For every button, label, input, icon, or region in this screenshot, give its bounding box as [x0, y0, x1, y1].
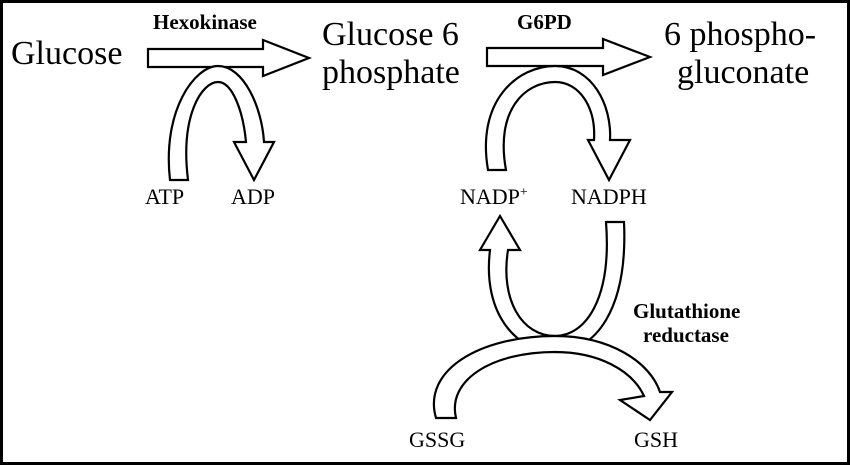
atp-label: ATP — [145, 184, 184, 209]
glutathione-reductase-label-line2: reductase — [643, 323, 729, 347]
hexokinase-reaction-arrow — [146, 38, 313, 78]
nadp-label: NADP+ — [460, 184, 528, 209]
gssg-to-gsh-curved-arrow — [432, 334, 675, 422]
hexokinase-label: Hexokinase — [153, 10, 257, 34]
6-phosphogluconate-label-line2: gluconate — [677, 54, 809, 91]
glucose-6-phosphate-label-line2: phosphate — [322, 54, 460, 91]
nadp-charge: + — [520, 185, 528, 200]
nadph-label: NADPH — [571, 184, 647, 209]
gsh-label: GSH — [634, 427, 678, 452]
atp-to-adp-curved-arrow — [167, 64, 276, 183]
nadp-to-nadph-curved-arrow — [484, 64, 632, 183]
nadp-text: NADP — [460, 184, 520, 209]
nadph-to-nadp-curved-arrow — [478, 213, 626, 354]
6-phosphogluconate-label-line1: 6 phospho- — [664, 16, 816, 53]
glutathione-reductase-label-line1: Glutathione — [633, 299, 740, 323]
adp-label: ADP — [231, 184, 275, 209]
g6pd-label: G6PD — [517, 10, 572, 34]
glucose-6-phosphate-label-line1: Glucose 6 — [322, 16, 459, 53]
gssg-label: GSSG — [409, 427, 465, 452]
glucose-label: Glucose — [11, 35, 122, 72]
g6pd-reaction-arrow — [485, 37, 654, 77]
